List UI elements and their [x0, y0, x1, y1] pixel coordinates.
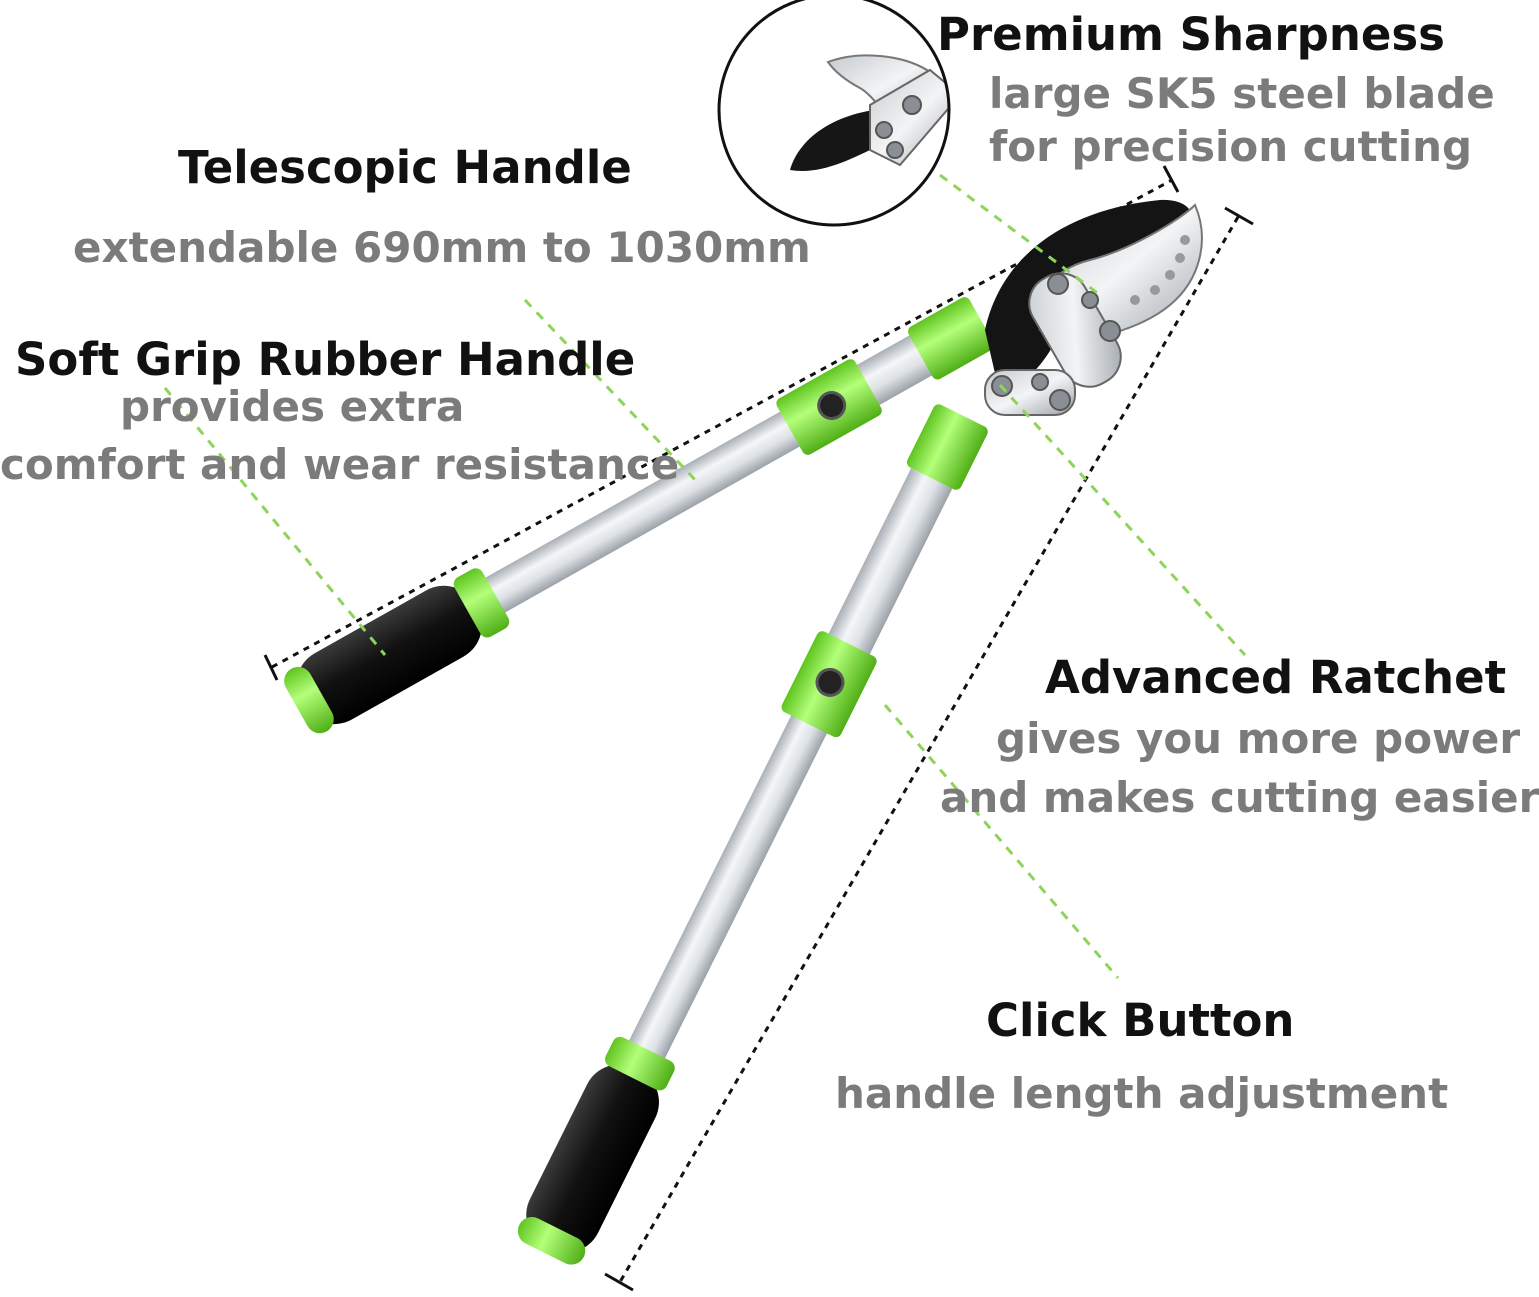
ratchet-title: Advanced Ratchet [1045, 651, 1507, 704]
click-button-lower [815, 667, 845, 697]
sharpness-line1: large SK5 steel blade [989, 69, 1495, 118]
cutting-head [984, 199, 1203, 416]
blade-inset [717, 0, 951, 227]
ratchet-line2: and makes cutting easier [940, 773, 1539, 822]
upper-handle [284, 297, 995, 734]
click-title: Click Button [986, 994, 1295, 1047]
product-illustration [163, 0, 1254, 1292]
sharpness-line2: for precision cutting [989, 122, 1473, 171]
telescopic-title: Telescopic Handle [178, 141, 632, 194]
sharpness-title: Premium Sharpness [937, 8, 1445, 61]
measure-line-right [604, 206, 1254, 1292]
ratchet-line1: gives you more power [996, 714, 1521, 763]
leader-grip [163, 387, 387, 656]
grip-title: Soft Grip Rubber Handle [15, 333, 636, 386]
leader-ratchet [998, 383, 1247, 657]
grip-line2: comfort and wear resistance [0, 440, 680, 489]
lower-handle [517, 404, 988, 1265]
leader-click [883, 704, 1120, 979]
leader-lines [163, 173, 1247, 979]
telescopic-line1: extendable 690mm to 1030mm [73, 223, 811, 272]
click-button-upper [817, 391, 847, 421]
click-line1: handle length adjustment [835, 1069, 1449, 1118]
grip-line1: provides extra [120, 382, 465, 431]
leader-telescopic [523, 298, 702, 487]
